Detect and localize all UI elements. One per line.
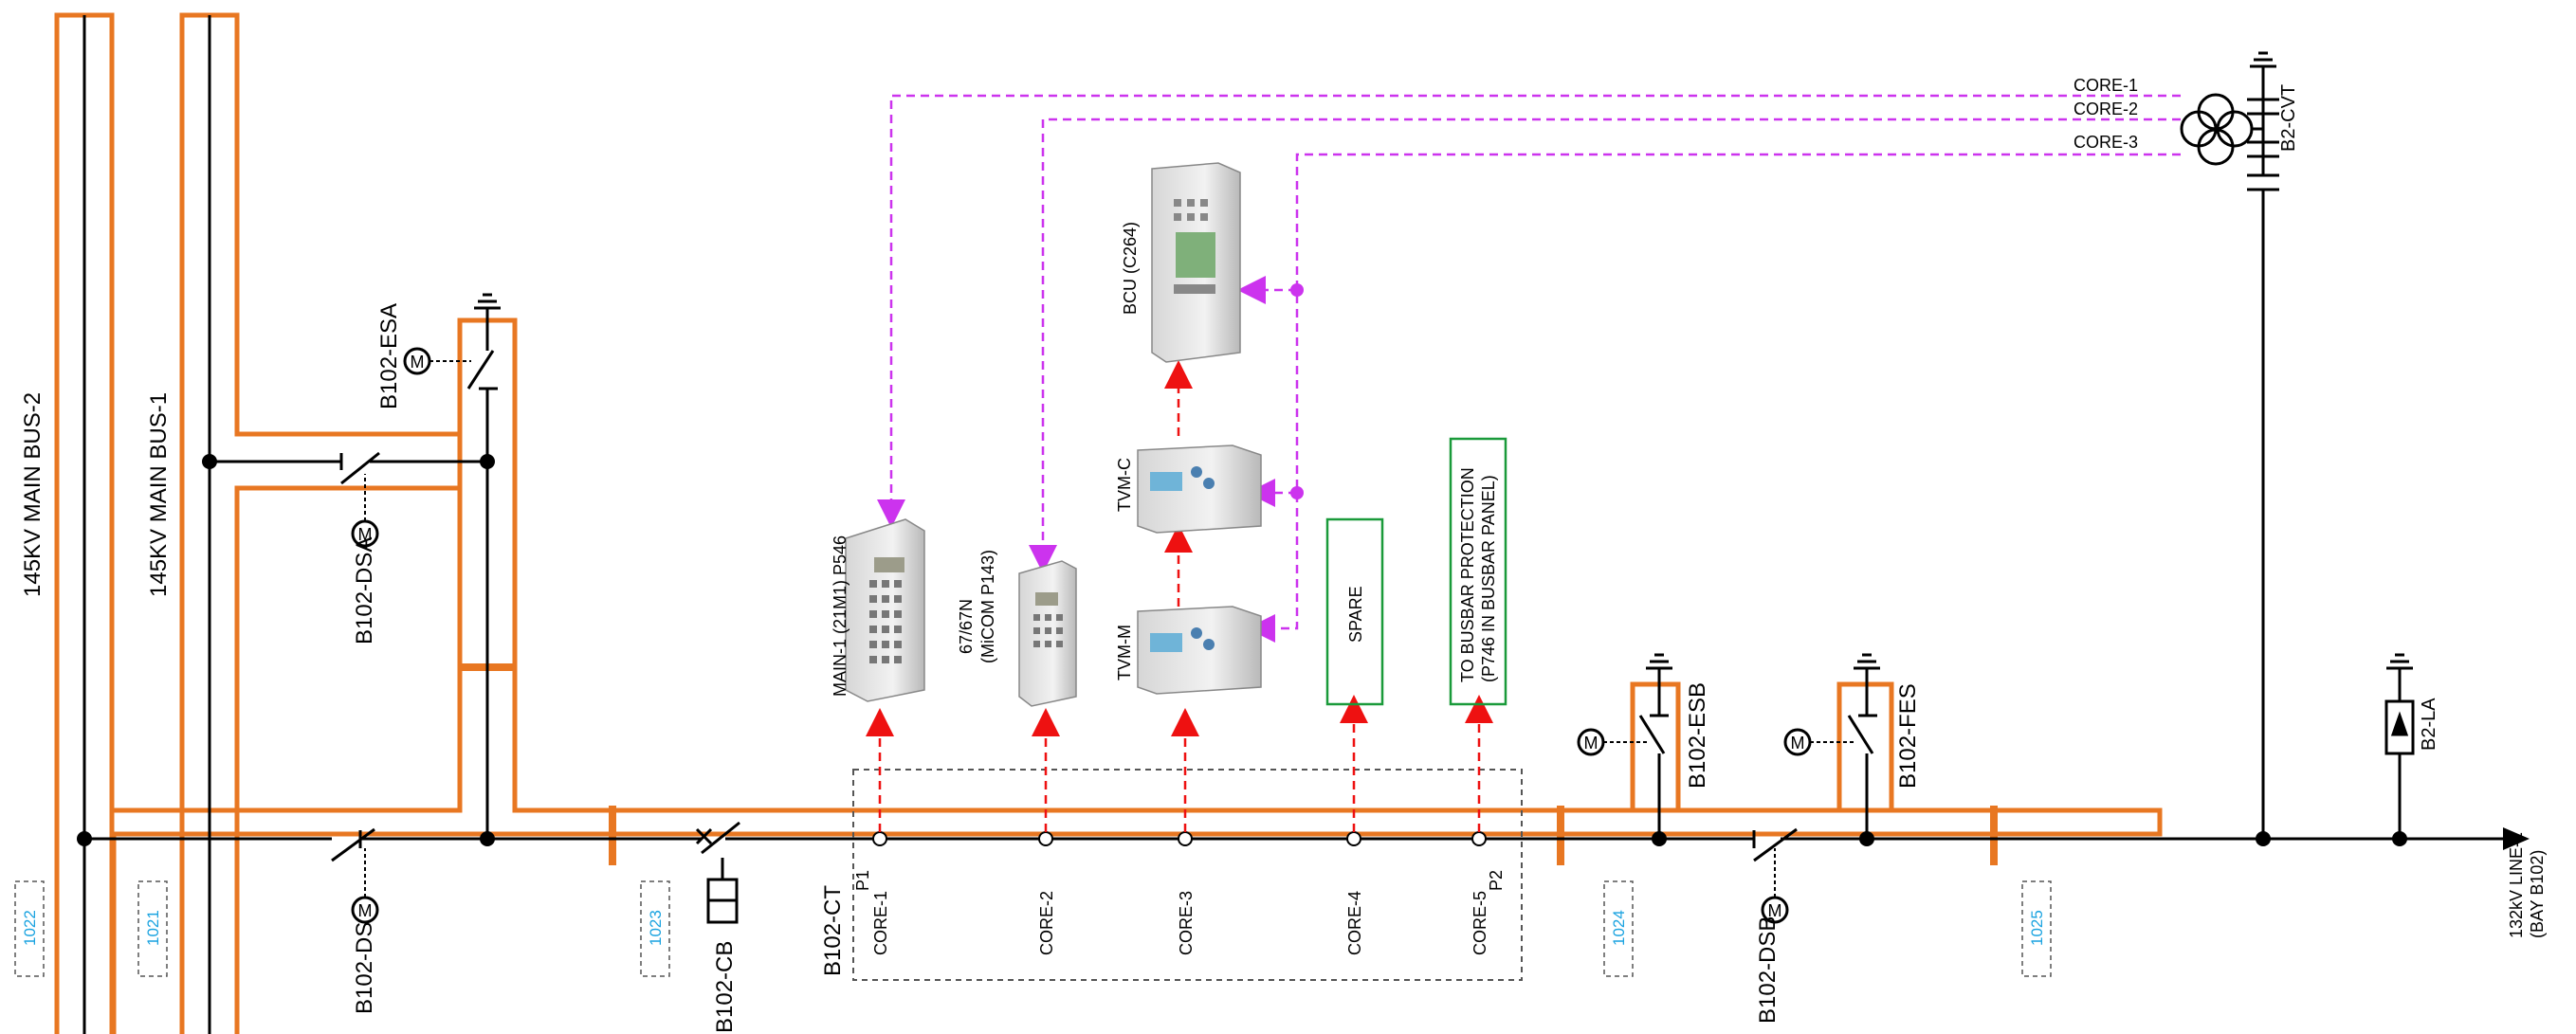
la-ground-icon	[2386, 653, 2413, 670]
esb-outline	[1561, 681, 2160, 813]
ct-core-2-tap	[1038, 831, 1053, 846]
cb-blade	[701, 821, 740, 855]
cvt-icon	[2180, 93, 2279, 191]
esb-blade	[1638, 715, 1666, 754]
svg-text:M: M	[1791, 734, 1805, 753]
main-bus-2-label: 145KV MAIN BUS-2	[20, 392, 46, 597]
main1-relay-label: MAIN-1 (21M1) P546	[831, 535, 850, 697]
dsa-label: B102-DSA	[352, 537, 377, 644]
oc-relay-icon	[1018, 560, 1077, 707]
vt-secondary-links	[877, 94, 2181, 643]
fes-ground-icon	[1854, 653, 1880, 670]
fes-motor-icon: M	[1783, 728, 1856, 756]
svg-text:M: M	[358, 525, 373, 544]
svg-text:M: M	[411, 353, 425, 372]
line-end-label-1: 132kV LINE-1	[2507, 832, 2526, 938]
circuit-breaker-icon	[706, 858, 739, 924]
ds-label: B102-DS	[352, 922, 377, 1014]
main-bus-1-label: 145KV MAIN BUS-1	[146, 392, 172, 597]
zone-label-boxes	[14, 880, 2052, 977]
zone-1022-label: 1022	[21, 910, 39, 946]
zone-1024-label: 1024	[1610, 910, 1628, 946]
fes-label: B102-FES	[1895, 683, 1921, 789]
cvt-core-2-label: CORE-2	[2074, 100, 2138, 118]
busbar-label-1: TO BUSBAR PROTECTION	[1458, 467, 1477, 682]
dsb-blade	[1753, 827, 1798, 862]
zone-1021-label: 1021	[144, 910, 162, 946]
main-conductors	[82, 15, 2503, 1034]
busbar-label-2: (P746 IN BUSBAR PANEL)	[1479, 475, 1498, 682]
ct-p1-label: P1	[853, 870, 872, 891]
motor-operators: M M M M M M	[351, 347, 1856, 924]
ct-core-2-label: CORE-2	[1037, 891, 1056, 955]
tvmc-relay-icon	[1137, 444, 1262, 534]
ds-motor-icon: M	[351, 848, 379, 924]
esa-blade	[466, 350, 495, 390]
spare-label: SPARE	[1346, 586, 1365, 643]
ct-core-5-tap	[1471, 831, 1487, 846]
cvt-core-3-label: CORE-3	[2074, 133, 2138, 152]
lightning-arrester-icon	[2384, 699, 2415, 755]
cvt-label: B2-CVT	[2278, 84, 2299, 152]
junction-dots	[77, 454, 2407, 846]
bcu-label: BCU (C264)	[1121, 222, 1140, 315]
line-direction-arrow	[2503, 827, 2530, 850]
oc-relay-label-2: (MiCOM P143)	[978, 550, 997, 663]
dsa-motor-icon: M	[351, 474, 379, 548]
svg-text:M: M	[1584, 734, 1599, 753]
ct-core-3-label: CORE-3	[1177, 891, 1196, 955]
ct-core-4-label: CORE-4	[1345, 891, 1364, 955]
spare-box	[1325, 517, 1384, 706]
main-bus-1-outline	[111, 12, 2163, 1034]
svg-text:M: M	[1768, 901, 1782, 920]
cvt-ground-icon	[2250, 51, 2276, 68]
esb-motor-icon: M	[1577, 728, 1650, 756]
esb-label: B102-ESB	[1685, 682, 1710, 789]
tvmc-label: TVM-C	[1115, 458, 1134, 512]
ct-core-4-tap	[1346, 831, 1361, 846]
dsa-blade	[340, 451, 380, 485]
ds-blade	[331, 827, 375, 862]
fes-blade	[1847, 715, 1874, 754]
tvmm-label: TVM-M	[1115, 625, 1134, 680]
ct-core-5-label: CORE-5	[1471, 891, 1489, 955]
labels: 145KV MAIN BUS-2 145KV MAIN BUS-1 B102-E…	[20, 76, 2547, 1033]
ct-core-3-tap	[1178, 831, 1193, 846]
main1-relay-icon	[845, 518, 925, 702]
ground-symbols	[474, 51, 2413, 670]
dsb-label: B102-DSB	[1755, 916, 1781, 1024]
la-label: B2-LA	[2419, 698, 2439, 751]
esb-ground-icon	[1646, 653, 1672, 670]
esa-motor-icon: M	[403, 347, 471, 375]
ct-p2-label: P2	[1487, 870, 1506, 891]
zone-1025-label: 1025	[2028, 910, 2046, 946]
ct-secondary-links	[866, 360, 1493, 832]
oc-relay-label-1: 67/67N	[957, 599, 976, 654]
ct-label: B102-CT	[820, 885, 846, 976]
ct-dashed-box	[852, 769, 1523, 981]
bcu-relay-icon	[1151, 162, 1241, 363]
svg-text:M: M	[358, 901, 373, 920]
esa-ground-icon	[474, 293, 501, 317]
line-end-label-2: (BAY B102)	[2528, 850, 2547, 938]
tvmm-relay-icon	[1137, 606, 1262, 695]
zone-1023-label: 1023	[647, 910, 665, 946]
esa-label: B102-ESA	[376, 303, 402, 409]
ct-core-1-label: CORE-1	[871, 891, 890, 955]
feeder-zone-outline	[112, 485, 463, 1034]
busbar-protection-box	[1449, 437, 1507, 706]
vt-junction-dots	[1290, 283, 1304, 499]
cb-label: B102-CB	[712, 941, 738, 1033]
dsb-motor-icon: M	[1761, 848, 1789, 924]
cvt-core-1-label: CORE-1	[2074, 76, 2138, 95]
ct-core-1-tap	[872, 831, 887, 846]
switches	[331, 350, 1877, 862]
